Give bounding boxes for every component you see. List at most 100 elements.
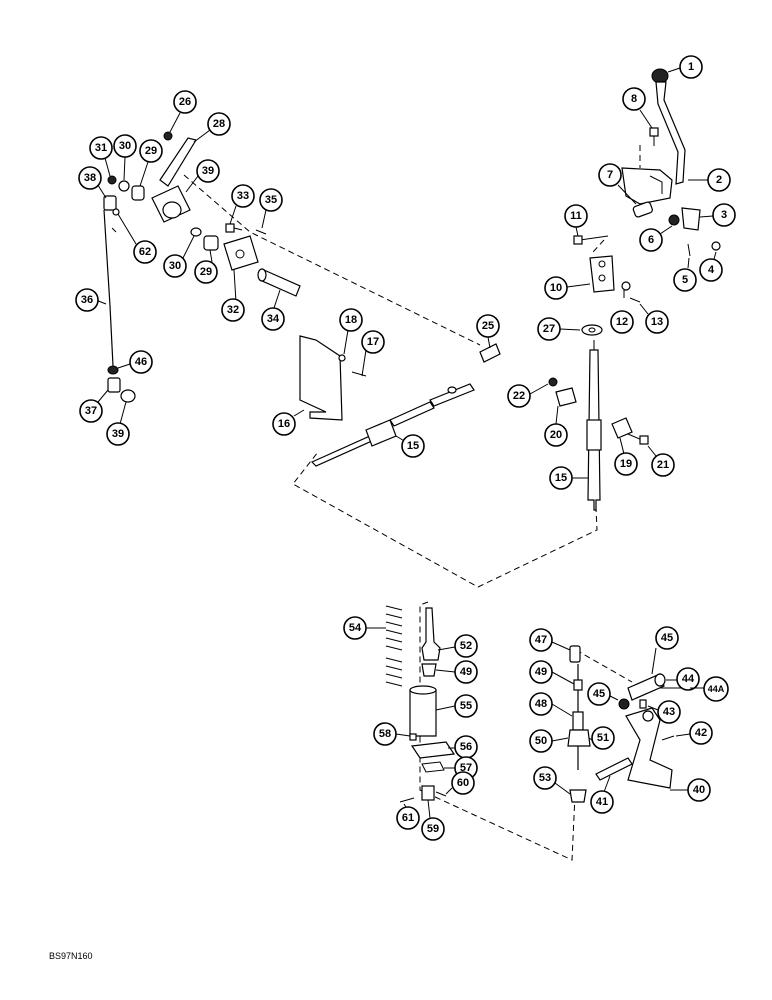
svg-text:56: 56 bbox=[460, 741, 472, 753]
callout: 54 bbox=[343, 616, 386, 640]
svg-text:45: 45 bbox=[593, 688, 605, 700]
callout: 29 bbox=[194, 249, 218, 284]
mounting-bracket bbox=[625, 707, 673, 789]
svg-text:41: 41 bbox=[596, 796, 608, 808]
svg-text:48: 48 bbox=[535, 698, 547, 710]
callout: 10 bbox=[544, 276, 591, 300]
callout: 29 bbox=[139, 139, 163, 187]
svg-text:22: 22 bbox=[513, 390, 525, 402]
svg-text:32: 32 bbox=[227, 304, 239, 316]
bolt bbox=[573, 235, 583, 245]
svg-text:15: 15 bbox=[555, 472, 567, 484]
callout: 27 bbox=[537, 317, 581, 341]
svg-text:18: 18 bbox=[345, 314, 357, 326]
svg-text:42: 42 bbox=[695, 727, 707, 739]
svg-text:61: 61 bbox=[402, 812, 414, 824]
callout: 4 bbox=[699, 251, 723, 282]
svg-text:19: 19 bbox=[620, 458, 632, 470]
arm bbox=[159, 137, 197, 187]
callout: 8 bbox=[622, 87, 653, 129]
cable-housing bbox=[365, 419, 397, 447]
callout: 12 bbox=[610, 290, 634, 334]
svg-text:2: 2 bbox=[716, 174, 722, 186]
svg-text:49: 49 bbox=[535, 666, 547, 678]
callout: 50 bbox=[529, 729, 569, 753]
svg-text:13: 13 bbox=[651, 316, 663, 328]
lever-base bbox=[621, 167, 673, 205]
svg-text:28: 28 bbox=[213, 118, 225, 130]
callout: 49 bbox=[529, 660, 575, 685]
callout: 25 bbox=[476, 314, 500, 349]
cable-bracket-assembly bbox=[299, 335, 501, 467]
callout: 28 bbox=[193, 112, 231, 143]
callout: 53 bbox=[533, 766, 571, 795]
svg-text:52: 52 bbox=[460, 640, 472, 652]
callout: 21 bbox=[647, 445, 675, 477]
spring bbox=[385, 605, 403, 687]
callout: 26 bbox=[169, 90, 197, 133]
bolt bbox=[649, 127, 659, 137]
svg-text:21: 21 bbox=[657, 459, 669, 471]
callout: 7 bbox=[598, 163, 637, 205]
svg-text:59: 59 bbox=[427, 823, 439, 835]
callout: 44 bbox=[666, 667, 700, 691]
svg-text:27: 27 bbox=[543, 323, 555, 335]
svg-text:31: 31 bbox=[95, 142, 107, 154]
svg-text:3: 3 bbox=[721, 209, 727, 221]
svg-text:53: 53 bbox=[539, 772, 551, 784]
svg-text:37: 37 bbox=[85, 405, 97, 417]
svg-text:33: 33 bbox=[237, 190, 249, 202]
callout: 58 bbox=[373, 722, 411, 746]
svg-text:30: 30 bbox=[119, 140, 131, 152]
svg-text:43: 43 bbox=[663, 706, 675, 718]
callout: 20 bbox=[544, 405, 568, 447]
svg-text:47: 47 bbox=[535, 634, 547, 646]
callout: 37 bbox=[79, 389, 109, 423]
svg-text:5: 5 bbox=[682, 274, 688, 286]
svg-text:44A: 44A bbox=[708, 684, 725, 694]
svg-text:55: 55 bbox=[460, 700, 472, 712]
svg-text:60: 60 bbox=[457, 777, 469, 789]
spring-plunger-assembly bbox=[385, 605, 456, 803]
callout: 6 bbox=[639, 225, 673, 252]
svg-text:62: 62 bbox=[139, 246, 151, 258]
callout: 52 bbox=[437, 634, 478, 658]
svg-text:46: 46 bbox=[135, 356, 147, 368]
callout: 17 bbox=[361, 330, 385, 377]
svg-text:34: 34 bbox=[267, 313, 280, 325]
svg-text:16: 16 bbox=[278, 418, 290, 430]
svg-text:57: 57 bbox=[460, 762, 472, 774]
pedal-arm-assembly bbox=[103, 131, 301, 403]
svg-text:58: 58 bbox=[379, 728, 391, 740]
assembly-dashed-lines bbox=[111, 145, 641, 861]
svg-text:38: 38 bbox=[84, 172, 96, 184]
svg-text:26: 26 bbox=[179, 96, 191, 108]
callout: 36 bbox=[75, 288, 107, 312]
svg-text:20: 20 bbox=[550, 429, 562, 441]
shift-lever-assembly bbox=[548, 68, 721, 511]
svg-text:15: 15 bbox=[407, 440, 419, 452]
svg-text:6: 6 bbox=[648, 234, 654, 246]
callout: 3 bbox=[699, 203, 736, 227]
svg-text:29: 29 bbox=[200, 266, 212, 278]
sleeve bbox=[409, 689, 437, 737]
callout: 59 bbox=[421, 799, 445, 841]
callout: 16 bbox=[272, 409, 305, 436]
bushing bbox=[632, 201, 653, 218]
callout: 40 bbox=[670, 778, 711, 802]
svg-text:35: 35 bbox=[265, 194, 277, 206]
svg-text:10: 10 bbox=[550, 282, 562, 294]
nut bbox=[668, 214, 680, 226]
callout: 15 bbox=[549, 466, 588, 490]
callout: 15 bbox=[395, 434, 425, 458]
plunger bbox=[421, 607, 441, 661]
callout: 18 bbox=[339, 308, 363, 355]
callout: 35 bbox=[259, 188, 283, 229]
callout: 38 bbox=[78, 166, 107, 199]
figure-reference-code: BS97N160 bbox=[49, 951, 93, 961]
svg-text:30: 30 bbox=[169, 260, 181, 272]
plate bbox=[681, 207, 701, 231]
callout: 19 bbox=[614, 437, 638, 476]
linkage-bracket-assembly bbox=[567, 645, 690, 803]
